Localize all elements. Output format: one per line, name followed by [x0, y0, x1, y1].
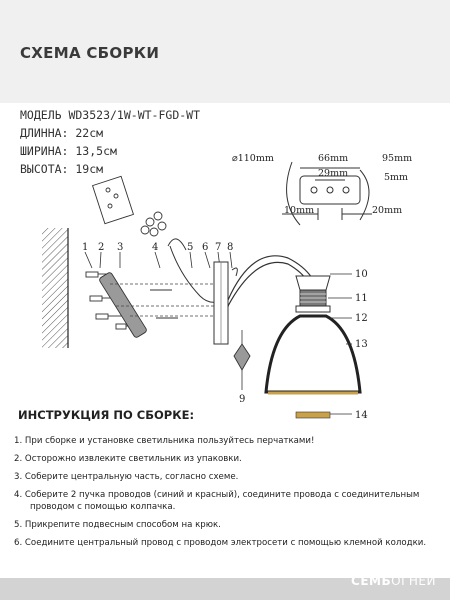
dim-5: 5mm: [384, 172, 408, 183]
part-label-14: 14: [355, 410, 368, 421]
part-label-3: 3: [117, 242, 123, 253]
dim-29: 29mm: [318, 168, 348, 179]
footer-bar: [0, 578, 450, 600]
bolts: [150, 289, 178, 319]
spec-model: МОДЕЛЬ WD3523/1W-WT-FGD-WT: [20, 108, 201, 122]
terminal-block-detail: [91, 175, 135, 225]
instruction-step-1: 1. При сборке и установке светильника по…: [14, 436, 315, 446]
dim-110: ⌀110mm: [232, 153, 274, 164]
spec-height: ВЫСОТА: 19см: [20, 162, 104, 176]
part-label-5: 5: [187, 242, 193, 253]
part-label-2: 2: [98, 242, 104, 253]
bulb: [295, 411, 331, 419]
assembly-diagram: ⌀110mm 66mm 95mm 29mm 5mm 10mm 20mm: [42, 153, 412, 421]
crystal-drop: [233, 330, 251, 390]
instruction-step-4-cont: проводом с помощью колпачка.: [30, 502, 176, 512]
dimension-detail: [282, 161, 372, 226]
part-label-12: 12: [355, 313, 368, 324]
part-label-6: 6: [202, 242, 208, 253]
wall: [42, 228, 69, 348]
spec-length: ДЛИННА: 22см: [20, 126, 104, 140]
instruction-step-4: 4. Соберите 2 пучка проводов (синий и кр…: [14, 490, 420, 500]
canopy: [213, 261, 229, 345]
page-title: СХЕМА СБОРКИ: [20, 44, 160, 62]
leader-lines-right: [328, 273, 352, 415]
part-label-7: 7: [215, 242, 221, 253]
holder-cup: [295, 275, 331, 291]
part-label-1: 1: [82, 242, 88, 253]
brand-light: ОГНЕЙ: [391, 574, 436, 588]
instruction-step-5: 5. Прикрепите подвесным способом на крюк…: [14, 520, 221, 530]
mounting-plate: [99, 272, 147, 338]
lamp-shade: [264, 314, 362, 395]
wire-cap-cluster: [140, 211, 167, 237]
lamp-socket: [299, 289, 327, 307]
mounting-guides: [110, 283, 230, 317]
instruction-step-2: 2. Осторожно извлеките светильник из упа…: [14, 454, 242, 464]
part-label-9: 9: [239, 394, 245, 405]
part-label-4: 4: [152, 242, 158, 253]
dim-10: 10mm: [284, 205, 314, 216]
header-band: СХЕМА СБОРКИ: [0, 0, 450, 103]
spec-width: ШИРИНА: 13,5см: [20, 144, 117, 158]
instruction-step-3: 3. Соберите центральную часть, согласно …: [14, 472, 239, 482]
dim-95: 95mm: [382, 153, 412, 164]
leader-lines: [84, 251, 233, 269]
part-label-10: 10: [355, 269, 368, 280]
dim-20: 20mm: [372, 205, 402, 216]
shade-ring: [295, 305, 331, 313]
part-label-11: 11: [355, 293, 368, 304]
brand-bold: СЕМЬ: [351, 574, 392, 588]
instruction-step-6: 6. Соедините центральный провод с провод…: [14, 538, 427, 548]
instructions-title: ИНСТРУКЦИЯ ПО СБОРКЕ:: [18, 408, 195, 422]
part-label-13: 13: [355, 339, 368, 350]
brand-logo: СЕМЬОГНЕЙ: [351, 574, 436, 588]
dim-66: 66mm: [318, 153, 348, 164]
part-label-8: 8: [227, 242, 233, 253]
